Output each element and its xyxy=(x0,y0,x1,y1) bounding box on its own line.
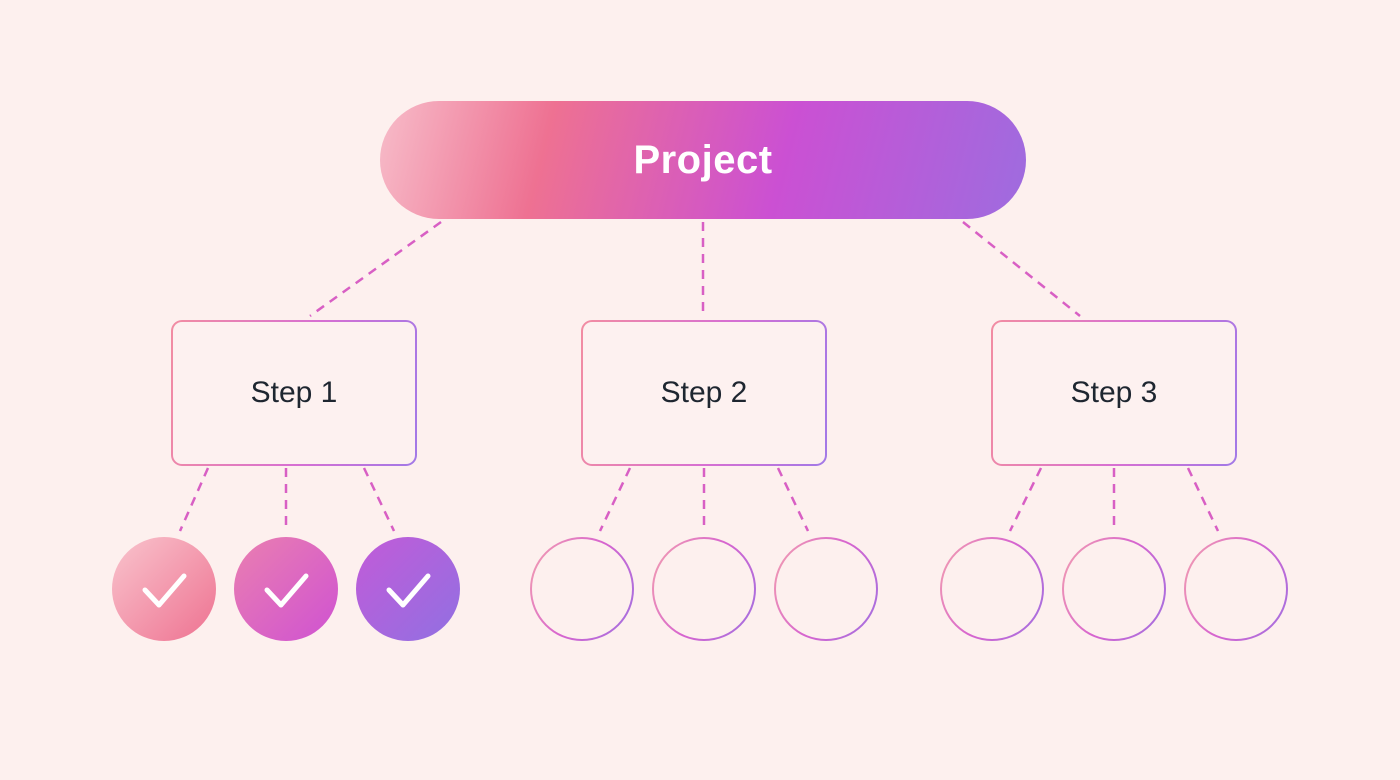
task-node-step1-2 xyxy=(234,537,338,641)
task-node-step1-1 xyxy=(112,537,216,641)
step-node-2: Step 2 xyxy=(581,320,827,466)
step-3-label: Step 3 xyxy=(1070,376,1158,409)
step-node-1: Step 1 xyxy=(171,320,417,466)
task-ring-fill xyxy=(1186,539,1286,639)
project-label: Project xyxy=(633,137,773,182)
step-1-label: Step 1 xyxy=(250,376,338,409)
step-2-label: Step 2 xyxy=(660,376,748,409)
connector-step2-task1 xyxy=(598,467,632,532)
task-node-step1-3 xyxy=(356,537,460,641)
task-node-step3-3 xyxy=(1184,537,1288,641)
connector-step1-task1 xyxy=(178,467,210,532)
task-ring-fill xyxy=(1064,539,1164,639)
task-node-step2-2 xyxy=(652,537,756,641)
task-node-step2-1 xyxy=(530,537,634,641)
task-node-step2-3 xyxy=(774,537,878,641)
project-node: Project xyxy=(380,101,1026,219)
step-node-1-body: Step 1 xyxy=(173,322,415,464)
step-node-3-body: Step 3 xyxy=(993,322,1235,464)
task-ring-fill xyxy=(654,539,754,639)
task-node-step3-2 xyxy=(1062,537,1166,641)
task-ring-fill xyxy=(776,539,876,639)
connector-project-step1 xyxy=(309,220,442,318)
step-node-2-body: Step 2 xyxy=(583,322,825,464)
check-icon xyxy=(386,573,431,608)
task-ring-fill xyxy=(532,539,632,639)
task-ring-fill xyxy=(942,539,1042,639)
connector-project-step3 xyxy=(962,221,1081,317)
connector-step3-task3 xyxy=(1186,467,1220,532)
connector-step3-task1 xyxy=(1008,467,1043,532)
step-node-3: Step 3 xyxy=(991,320,1237,466)
task-node-step3-1 xyxy=(940,537,1044,641)
check-icon xyxy=(264,573,309,608)
connector-step1-task3 xyxy=(362,467,396,532)
connector-step2-task3 xyxy=(776,467,810,532)
check-icon xyxy=(142,573,187,608)
